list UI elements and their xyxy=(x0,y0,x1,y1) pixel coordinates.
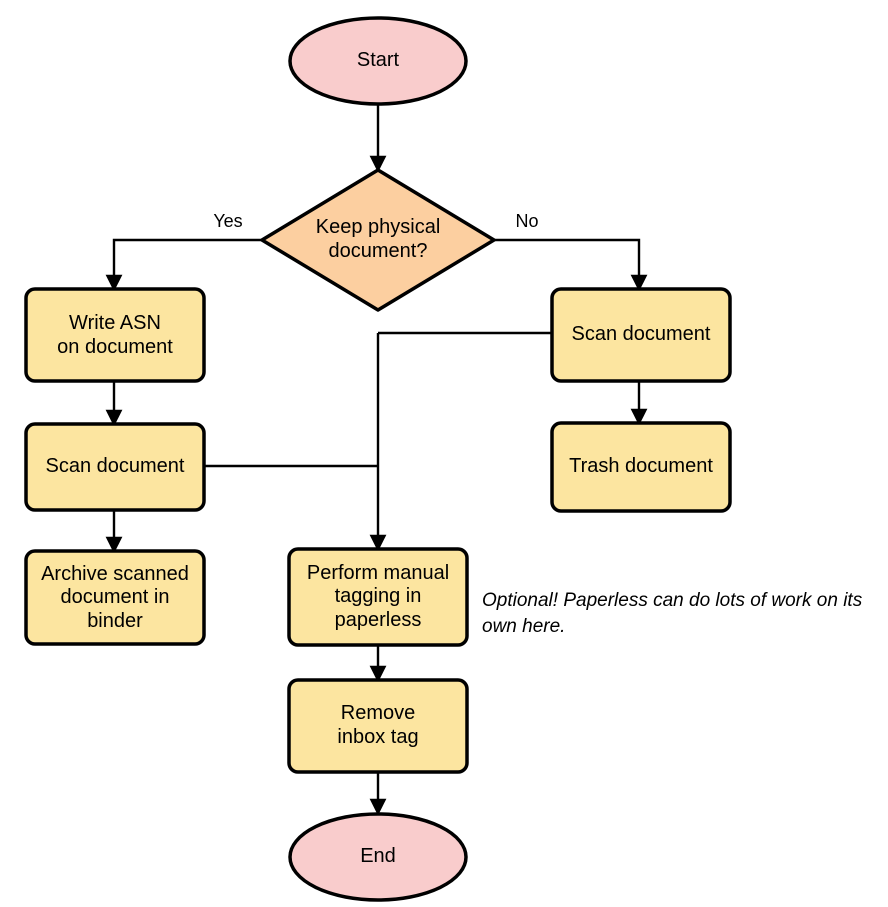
node-write-asn[interactable] xyxy=(24,287,206,383)
node-remove-inbox-tag[interactable] xyxy=(287,678,469,774)
trash-document-box xyxy=(550,421,732,513)
start-ellipse xyxy=(288,16,468,106)
write-asn-box xyxy=(24,287,206,383)
end-ellipse xyxy=(288,812,468,902)
edge-decision-no-to-scan-right xyxy=(494,238,648,292)
connector-group xyxy=(105,104,648,816)
scan-document-right-box xyxy=(550,287,732,383)
edge-decision-yes-to-write-asn xyxy=(105,238,262,292)
tagging-box xyxy=(287,547,469,647)
archive-box xyxy=(24,549,206,646)
node-start[interactable] xyxy=(288,16,468,106)
node-end[interactable] xyxy=(288,812,468,902)
node-archive-scanned-document[interactable] xyxy=(24,549,206,646)
remove-inbox-tag-box xyxy=(287,678,469,774)
node-perform-manual-tagging[interactable] xyxy=(287,547,469,647)
connector-group-plain xyxy=(205,331,552,468)
node-trash-document[interactable] xyxy=(550,421,732,513)
decision-diamond xyxy=(260,168,496,312)
node-scan-document-right[interactable] xyxy=(550,287,732,383)
node-decision-keep-physical-document[interactable] xyxy=(260,168,496,312)
scan-document-left-box xyxy=(24,422,206,512)
node-scan-document-left[interactable] xyxy=(24,422,206,512)
